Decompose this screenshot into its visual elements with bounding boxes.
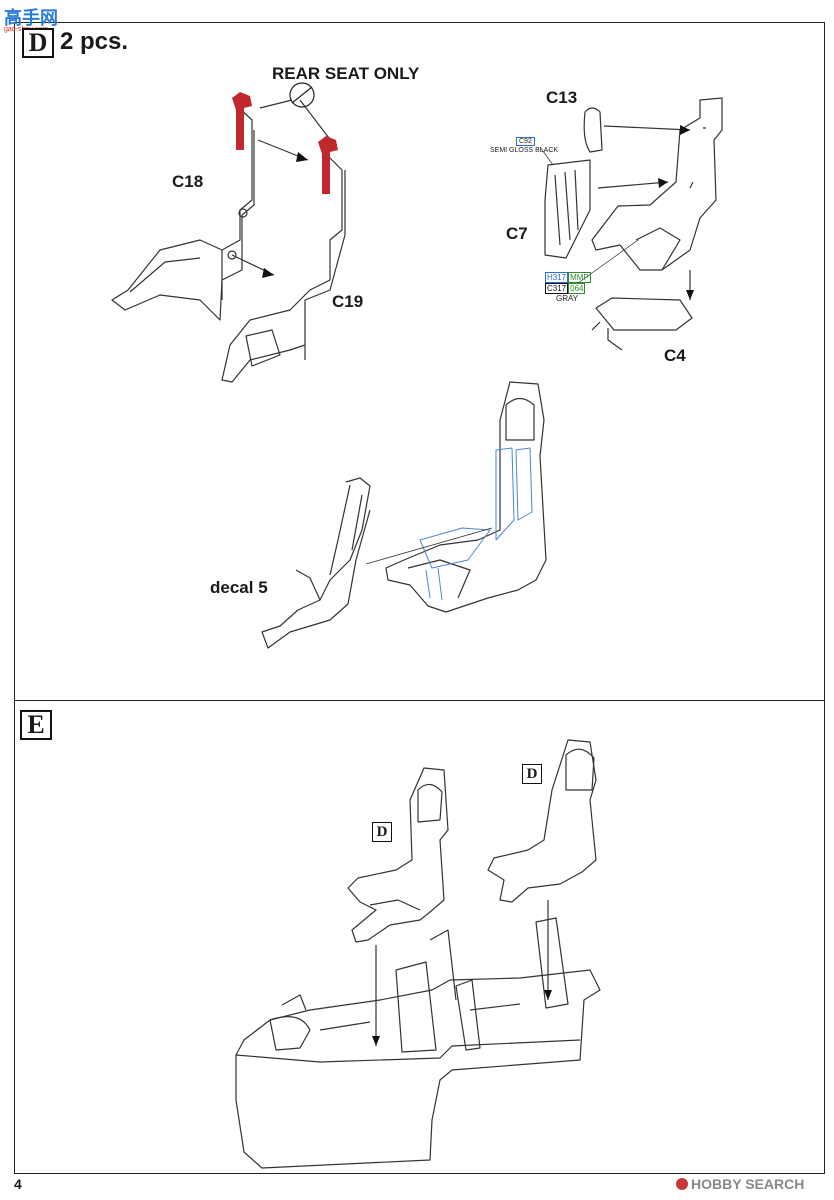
assembly-arrows-e xyxy=(375,900,549,1046)
part-c13-drawing xyxy=(583,107,603,153)
part-label-c13: C13 xyxy=(546,88,578,107)
paint-name-gray: GRAY xyxy=(556,294,579,303)
decal-label: decal 5 xyxy=(210,578,268,597)
paint-code-h317: H317 xyxy=(545,272,569,283)
part-c4-drawing xyxy=(595,297,693,331)
decal-harness-drawing xyxy=(261,477,371,649)
part-label-c7: C7 xyxy=(506,224,528,243)
rear-seat-note: REAR SEAT ONLY xyxy=(272,64,420,83)
blue-belt-outline xyxy=(419,447,533,601)
step-d-quantity: 2 pcs. xyxy=(60,28,129,55)
watermark-bottom: HOBBY SEARCH xyxy=(676,1176,804,1192)
cockpit-tub xyxy=(235,917,601,1169)
part-label-c18: C18 xyxy=(172,172,204,191)
paint-code-c317: C317 xyxy=(545,283,569,294)
seat-assembly-right xyxy=(591,97,723,271)
step-e-box: E xyxy=(20,710,52,740)
red-headrest-parts xyxy=(232,92,338,194)
seat-right-e xyxy=(487,739,597,903)
page-number: 4 xyxy=(14,1176,22,1192)
hobby-search-logo-icon xyxy=(676,1178,688,1190)
page-frame xyxy=(14,22,825,1174)
arrowheads xyxy=(262,125,694,1046)
no-symbol-icon xyxy=(289,82,315,108)
watermark-bottom-text: HOBBY SEARCH xyxy=(691,1176,805,1192)
watermark-top: 高手网 xyxy=(4,8,58,28)
part-label-c19: C19 xyxy=(332,292,364,311)
step-divider xyxy=(14,700,825,701)
paint-name-semi-gloss-black: SEMI GLOSS BLACK xyxy=(490,147,559,154)
part-c18-drawing xyxy=(111,104,255,321)
paint-code-064: 064 xyxy=(568,283,586,294)
part-c19-drawing xyxy=(221,149,346,383)
paint-code-c92: C92 xyxy=(516,137,535,146)
part-c7-drawing xyxy=(544,159,591,259)
part-label-c4: C4 xyxy=(664,346,686,365)
subassembly-ref-left: D xyxy=(372,822,392,842)
subassembly-ref-right: D xyxy=(522,764,542,784)
seat-with-belts xyxy=(385,381,547,613)
seat-left-e xyxy=(347,767,449,943)
step-d-box: D xyxy=(22,28,54,58)
paint-code-mmp: MMP xyxy=(568,272,591,283)
